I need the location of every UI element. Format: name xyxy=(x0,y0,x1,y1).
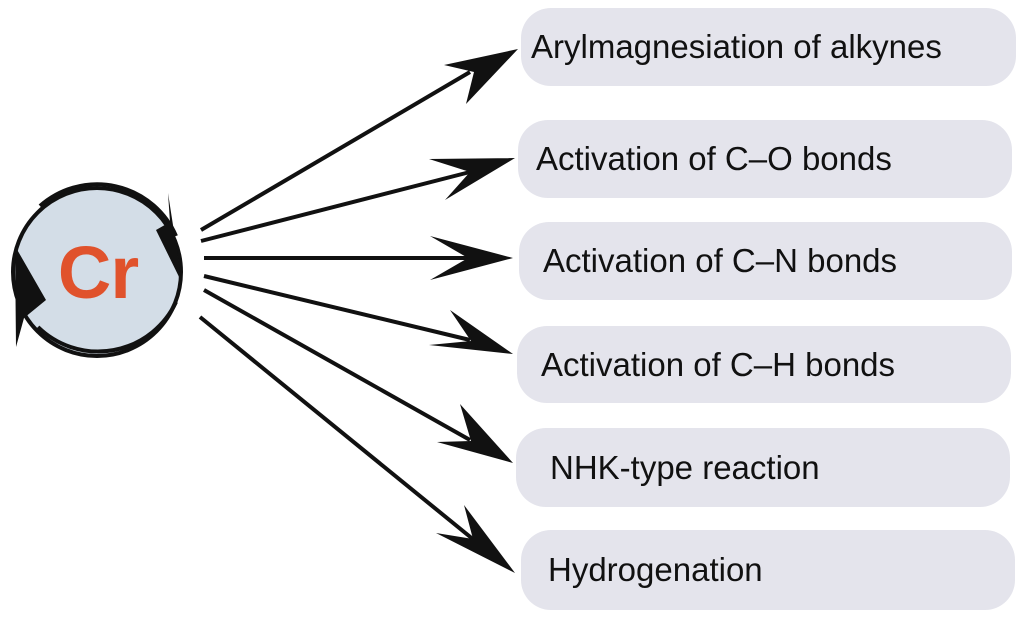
arrow-line-c-o xyxy=(200,170,471,243)
chromium-circle xyxy=(11,186,183,358)
reaction-box-arylmagnesiation: Arylmagnesiation of alkynes xyxy=(521,8,1016,86)
arrow-head-c-h-icon xyxy=(429,310,513,354)
arrow-line-nhk xyxy=(203,288,471,442)
cycle-arc-right xyxy=(38,182,178,237)
arrow-head-arylmagnesiation-icon xyxy=(444,49,518,104)
arrow-line-arylmagnesiation xyxy=(199,70,472,232)
reaction-box-nhk-type: NHK-type reaction xyxy=(516,428,1010,507)
cycle-arrowhead-left-icon xyxy=(15,246,46,347)
arrow-line-c-h xyxy=(203,274,471,342)
arrow-line-hydrogenation xyxy=(198,315,476,542)
reaction-box-c-h-activation: Activation of C–H bonds xyxy=(517,326,1011,403)
arrow-head-nhk-icon xyxy=(437,404,513,463)
cycle-arrowhead-right-icon xyxy=(156,193,182,283)
cycle-arc-left xyxy=(36,301,178,354)
reaction-box-hydrogenation: Hydrogenation xyxy=(521,530,1015,610)
catalyst-label: Cr xyxy=(57,230,139,314)
reaction-box-c-n-activation: Activation of C–N bonds xyxy=(519,222,1012,300)
arrow-head-c-n-icon xyxy=(430,236,513,280)
reaction-box-c-o-activation: Activation of C–O bonds xyxy=(518,120,1012,198)
arrow-head-c-o-icon xyxy=(429,158,515,200)
arrow-head-hydrogenation-icon xyxy=(436,505,515,573)
